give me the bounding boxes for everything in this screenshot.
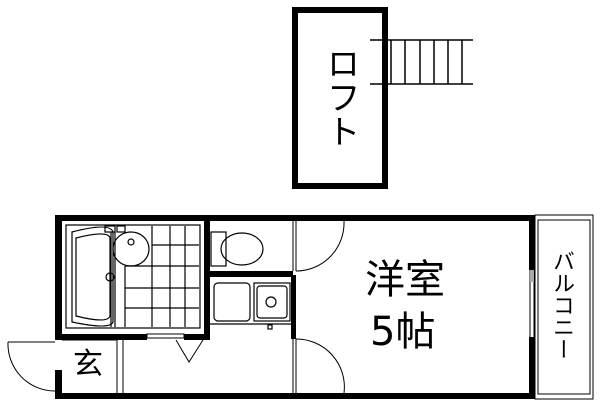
loft-label: ロフト <box>320 46 360 148</box>
room-partition <box>291 275 296 339</box>
door-triangle-icon <box>175 339 204 363</box>
bathroom-walls <box>55 215 210 340</box>
bathroom-unit <box>65 224 201 329</box>
balcony-outline <box>534 214 594 400</box>
western-room-label: 洋室 <box>365 257 445 303</box>
kitchen-counter <box>210 282 293 330</box>
toilet-room-walls <box>210 271 293 277</box>
balcony-label: バルコニー <box>549 250 574 360</box>
toilet-icon <box>210 231 264 267</box>
entrance-door-swing-icon <box>7 341 56 392</box>
door-swing-icon <box>295 220 345 394</box>
western-room-size-label: 5帖 <box>370 309 436 355</box>
entrance-partition <box>62 339 124 393</box>
entrance-label: 玄 <box>73 347 103 382</box>
ladder-icon <box>370 39 473 85</box>
partition-lines <box>292 339 297 393</box>
bath-door-panel <box>146 333 185 339</box>
toilet-room-partition <box>292 221 297 271</box>
exterior-walls <box>55 215 535 399</box>
balcony-window <box>529 270 535 337</box>
loft-outline <box>292 7 388 189</box>
